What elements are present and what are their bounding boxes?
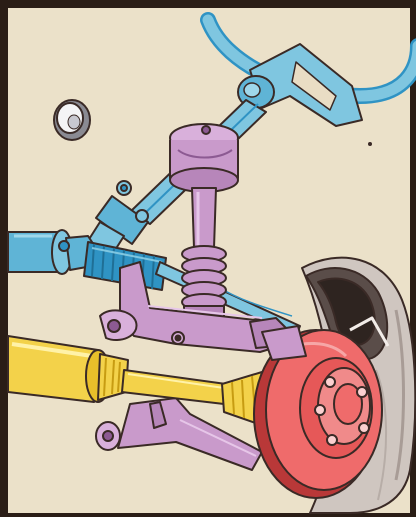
grease-cap <box>54 100 90 140</box>
